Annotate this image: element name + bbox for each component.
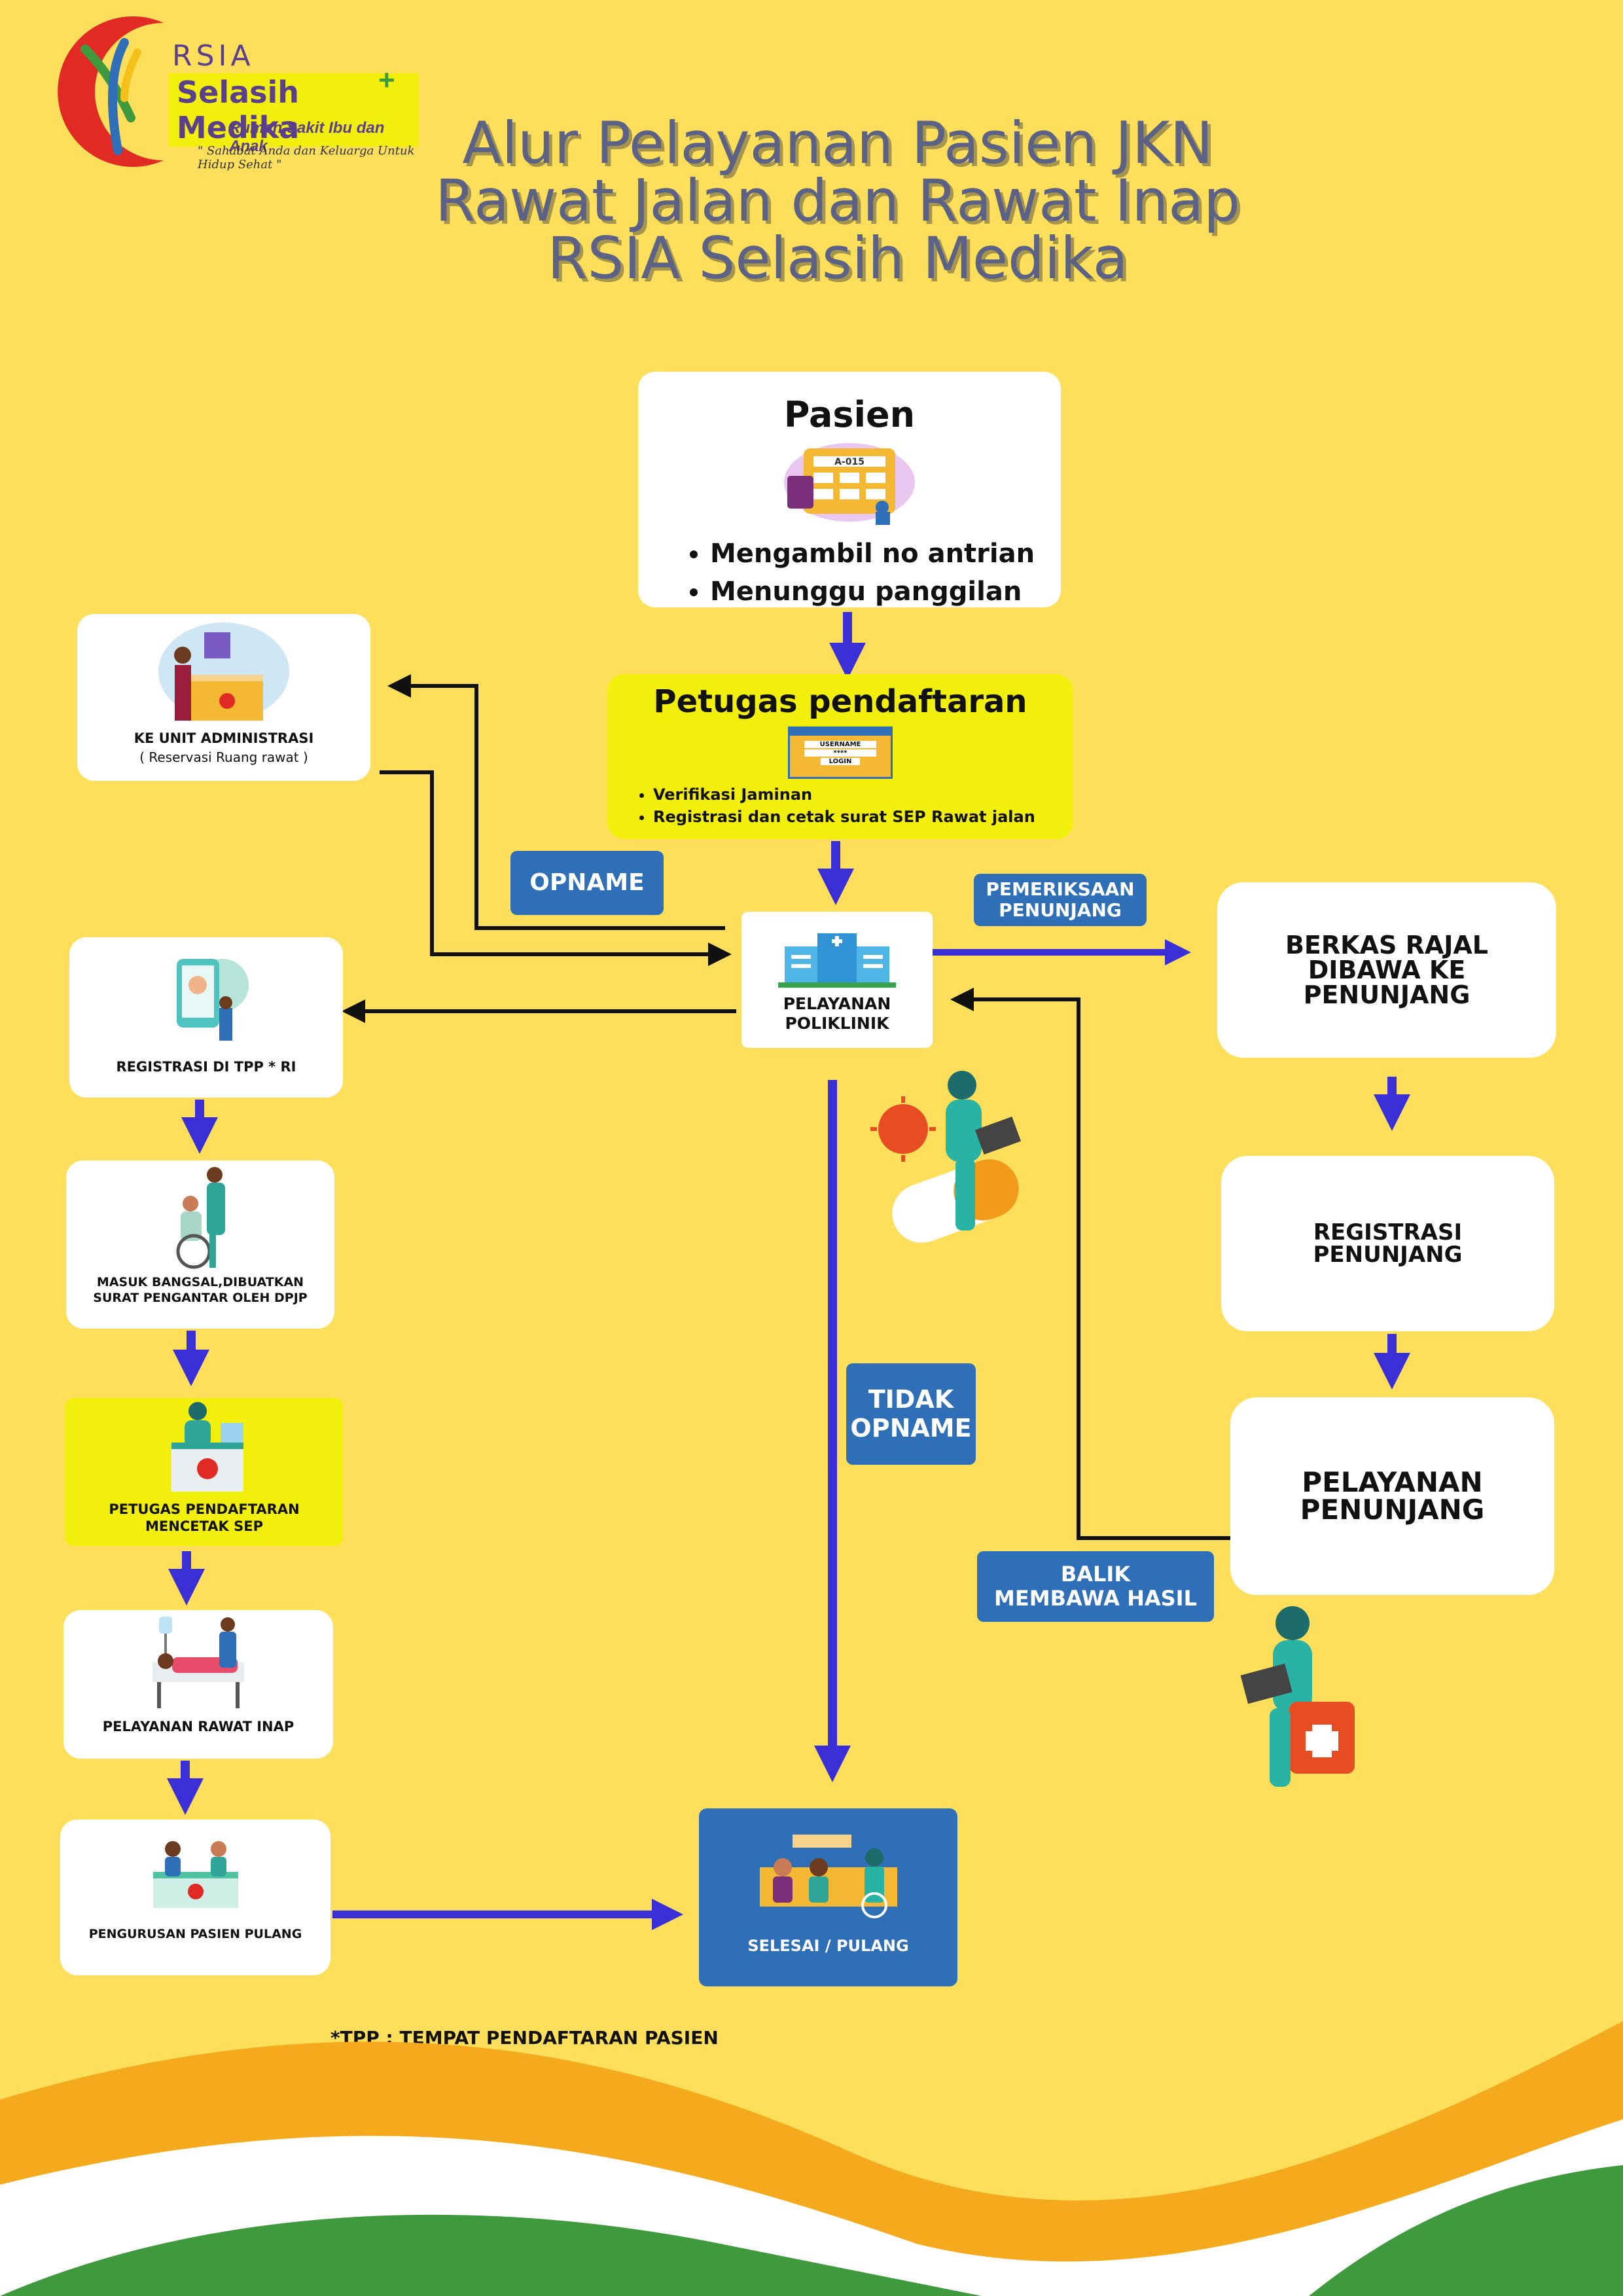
reg-penunjang-line2: PENUNJANG	[1313, 1242, 1463, 1268]
poliklinik-line1: PELAYANAN	[783, 994, 891, 1013]
berkas-line3: PENUNJANG	[1303, 980, 1471, 1009]
hospital-bed-illustration-icon	[152, 1617, 244, 1708]
berkas-line2: DIBAWA KE	[1308, 956, 1466, 984]
pel-penunjang-line1: PELAYANAN	[1302, 1466, 1483, 1498]
page-title-line3: RSIA Selasih Medika	[547, 224, 1128, 292]
page-title-line1: Alur Pelayanan Pasien JKN	[462, 109, 1213, 177]
logo-subtitle: Rumah Sakit Ibu dan Anak	[229, 119, 385, 155]
queue-ticket-number: A-015	[834, 457, 865, 467]
logo: RSIA Selasih Medika + Rumah Sakit Ibu da…	[26, 13, 419, 177]
balik-label: BALIK MEMBAWA HASIL	[977, 1551, 1214, 1622]
pendaftaran-box: Petugas pendaftaran USERNAME **** LOGIN …	[607, 674, 1073, 839]
pengurusan-pulang-box: PENGURUSAN PASIEN PULANG	[60, 1820, 330, 1975]
registrasi-penunjang-box: REGISTRASI PENUNJANG	[1221, 1156, 1554, 1331]
left-flow-3-line1: PELAYANAN RAWAT INAP	[102, 1719, 294, 1734]
pendaftaran-title: Petugas pendaftaran	[653, 683, 1027, 720]
discharge-illustration-icon	[152, 1841, 238, 1908]
petugas-cetak-sep-box: PETUGAS PENDAFTARAN MENCETAK SEP	[65, 1398, 343, 1546]
admin-subtitle: ( Reservasi Ruang rawat )	[139, 749, 308, 766]
page-title-line2: Rawat Jalan dan Rawat Inap	[435, 167, 1241, 234]
tidak-line1: TIDAK	[868, 1384, 954, 1414]
pel-penunjang-line2: PENUNJANG	[1300, 1494, 1485, 1526]
berkas-rajal-box: BERKAS RAJAL DIBAWA KE PENUNJANG	[1217, 882, 1556, 1058]
logo-name-text: Selasih Medika	[177, 75, 300, 145]
doctor-screen-illustration-icon	[177, 959, 249, 1041]
logo-name: Selasih Medika	[169, 73, 419, 147]
logo-motto: " Sahabat Anda dan Keluarga Untuk Hidup …	[198, 144, 415, 171]
pasien-box: Pasien A-015 Mengambil no antrian Menung…	[638, 372, 1061, 607]
left-flow-0-line1: REGISTRASI DI TPP * RI	[116, 1059, 296, 1075]
balik-line2: MEMBAWA HASIL	[994, 1586, 1197, 1611]
pemeriksaan-label: PEMERIKSAAN PENUNJANG	[974, 874, 1147, 926]
pasien-list: Mengambil no antrian Menunggu panggilan	[684, 535, 1061, 611]
pemeriksaan-line2: PENUNJANG	[999, 899, 1122, 921]
pelayanan-rawat-inap-box: PELAYANAN RAWAT INAP	[63, 1610, 333, 1759]
balik-line1: BALIK	[1060, 1562, 1131, 1587]
login-form-icon: USERNAME **** LOGIN	[788, 726, 893, 779]
login-button: LOGIN	[821, 758, 860, 765]
hospital-building-icon	[778, 933, 896, 988]
decorative-waves	[0, 2021, 1623, 2296]
pendaftaran-item: Verifikasi Jaminan	[653, 784, 1073, 806]
line-penunjang-back-to-poli	[950, 988, 1230, 1540]
admin-desk-illustration-icon	[158, 622, 289, 721]
login-username: USERNAME	[804, 741, 876, 748]
selesai-box: SELESAI / PULANG	[699, 1808, 957, 1986]
opname-label-text: OPNAME	[529, 869, 645, 897]
opname-label: OPNAME	[510, 851, 664, 915]
login-password: ****	[804, 749, 876, 757]
wheelchair-patient-illustration-icon	[176, 1167, 225, 1269]
line-poli-to-admin	[387, 674, 725, 930]
left-flow-2-line2: MENCETAK SEP	[145, 1518, 263, 1535]
admin-box: KE UNIT ADMINISTRASI ( Reservasi Ruang r…	[77, 614, 370, 781]
logo-plus-icon: +	[378, 64, 395, 96]
left-flow-4-line1: PENGURUSAN PASIEN PULANG	[88, 1927, 302, 1941]
reception-nurse-illustration-icon	[171, 1402, 243, 1492]
berkas-line1: BERKAS RAJAL	[1285, 931, 1489, 960]
line-admin-to-poli	[380, 770, 732, 966]
left-flow-2-line1: PETUGAS PENDAFTARAN	[109, 1501, 300, 1517]
registrasi-tpp-box: REGISTRASI DI TPP * RI	[69, 937, 343, 1098]
pelayanan-penunjang-box: PELAYANAN PENUNJANG	[1230, 1397, 1554, 1595]
poliklinik-box: PELAYANAN POLIKLINIK	[741, 912, 933, 1048]
logo-emblem-icon	[58, 16, 164, 168]
left-flow-1-line1: MASUK BANGSAL,DIBUATKAN	[96, 1275, 304, 1289]
queue-illustration-icon: A-015	[784, 443, 915, 525]
admin-title: KE UNIT ADMINISTRASI	[134, 730, 314, 746]
nurse-on-firstaid-illustration-icon	[1240, 1606, 1355, 1787]
pemeriksaan-line1: PEMERIKSAAN	[986, 878, 1135, 900]
selesai-label: SELESAI / PULANG	[747, 1937, 909, 1955]
family-waiting-room-illustration-icon	[759, 1835, 897, 1918]
pasien-title: Pasien	[783, 394, 916, 435]
pasien-item: Mengambil no antrian	[710, 535, 1061, 573]
tidak-line2: OPNAME	[850, 1413, 972, 1443]
left-flow-1-line2: SURAT PENGANTAR OLEH DPJP	[93, 1290, 308, 1305]
tidak-opname-label: TIDAK OPNAME	[846, 1363, 976, 1465]
pendaftaran-list: Verifikasi Jaminan Registrasi dan cetak …	[627, 784, 1073, 828]
logo-short: RSIA	[172, 39, 255, 73]
reg-penunjang-line1: REGISTRASI	[1313, 1219, 1463, 1246]
nurse-on-pill-illustration-icon	[870, 1071, 1022, 1243]
poliklinik-line2: POLIKLINIK	[785, 1014, 889, 1033]
masuk-bangsal-box: MASUK BANGSAL,DIBUATKAN SURAT PENGANTAR …	[66, 1160, 334, 1329]
pasien-item: Menunggu panggilan	[710, 573, 1061, 611]
pendaftaran-item: Registrasi dan cetak surat SEP Rawat jal…	[653, 806, 1073, 829]
